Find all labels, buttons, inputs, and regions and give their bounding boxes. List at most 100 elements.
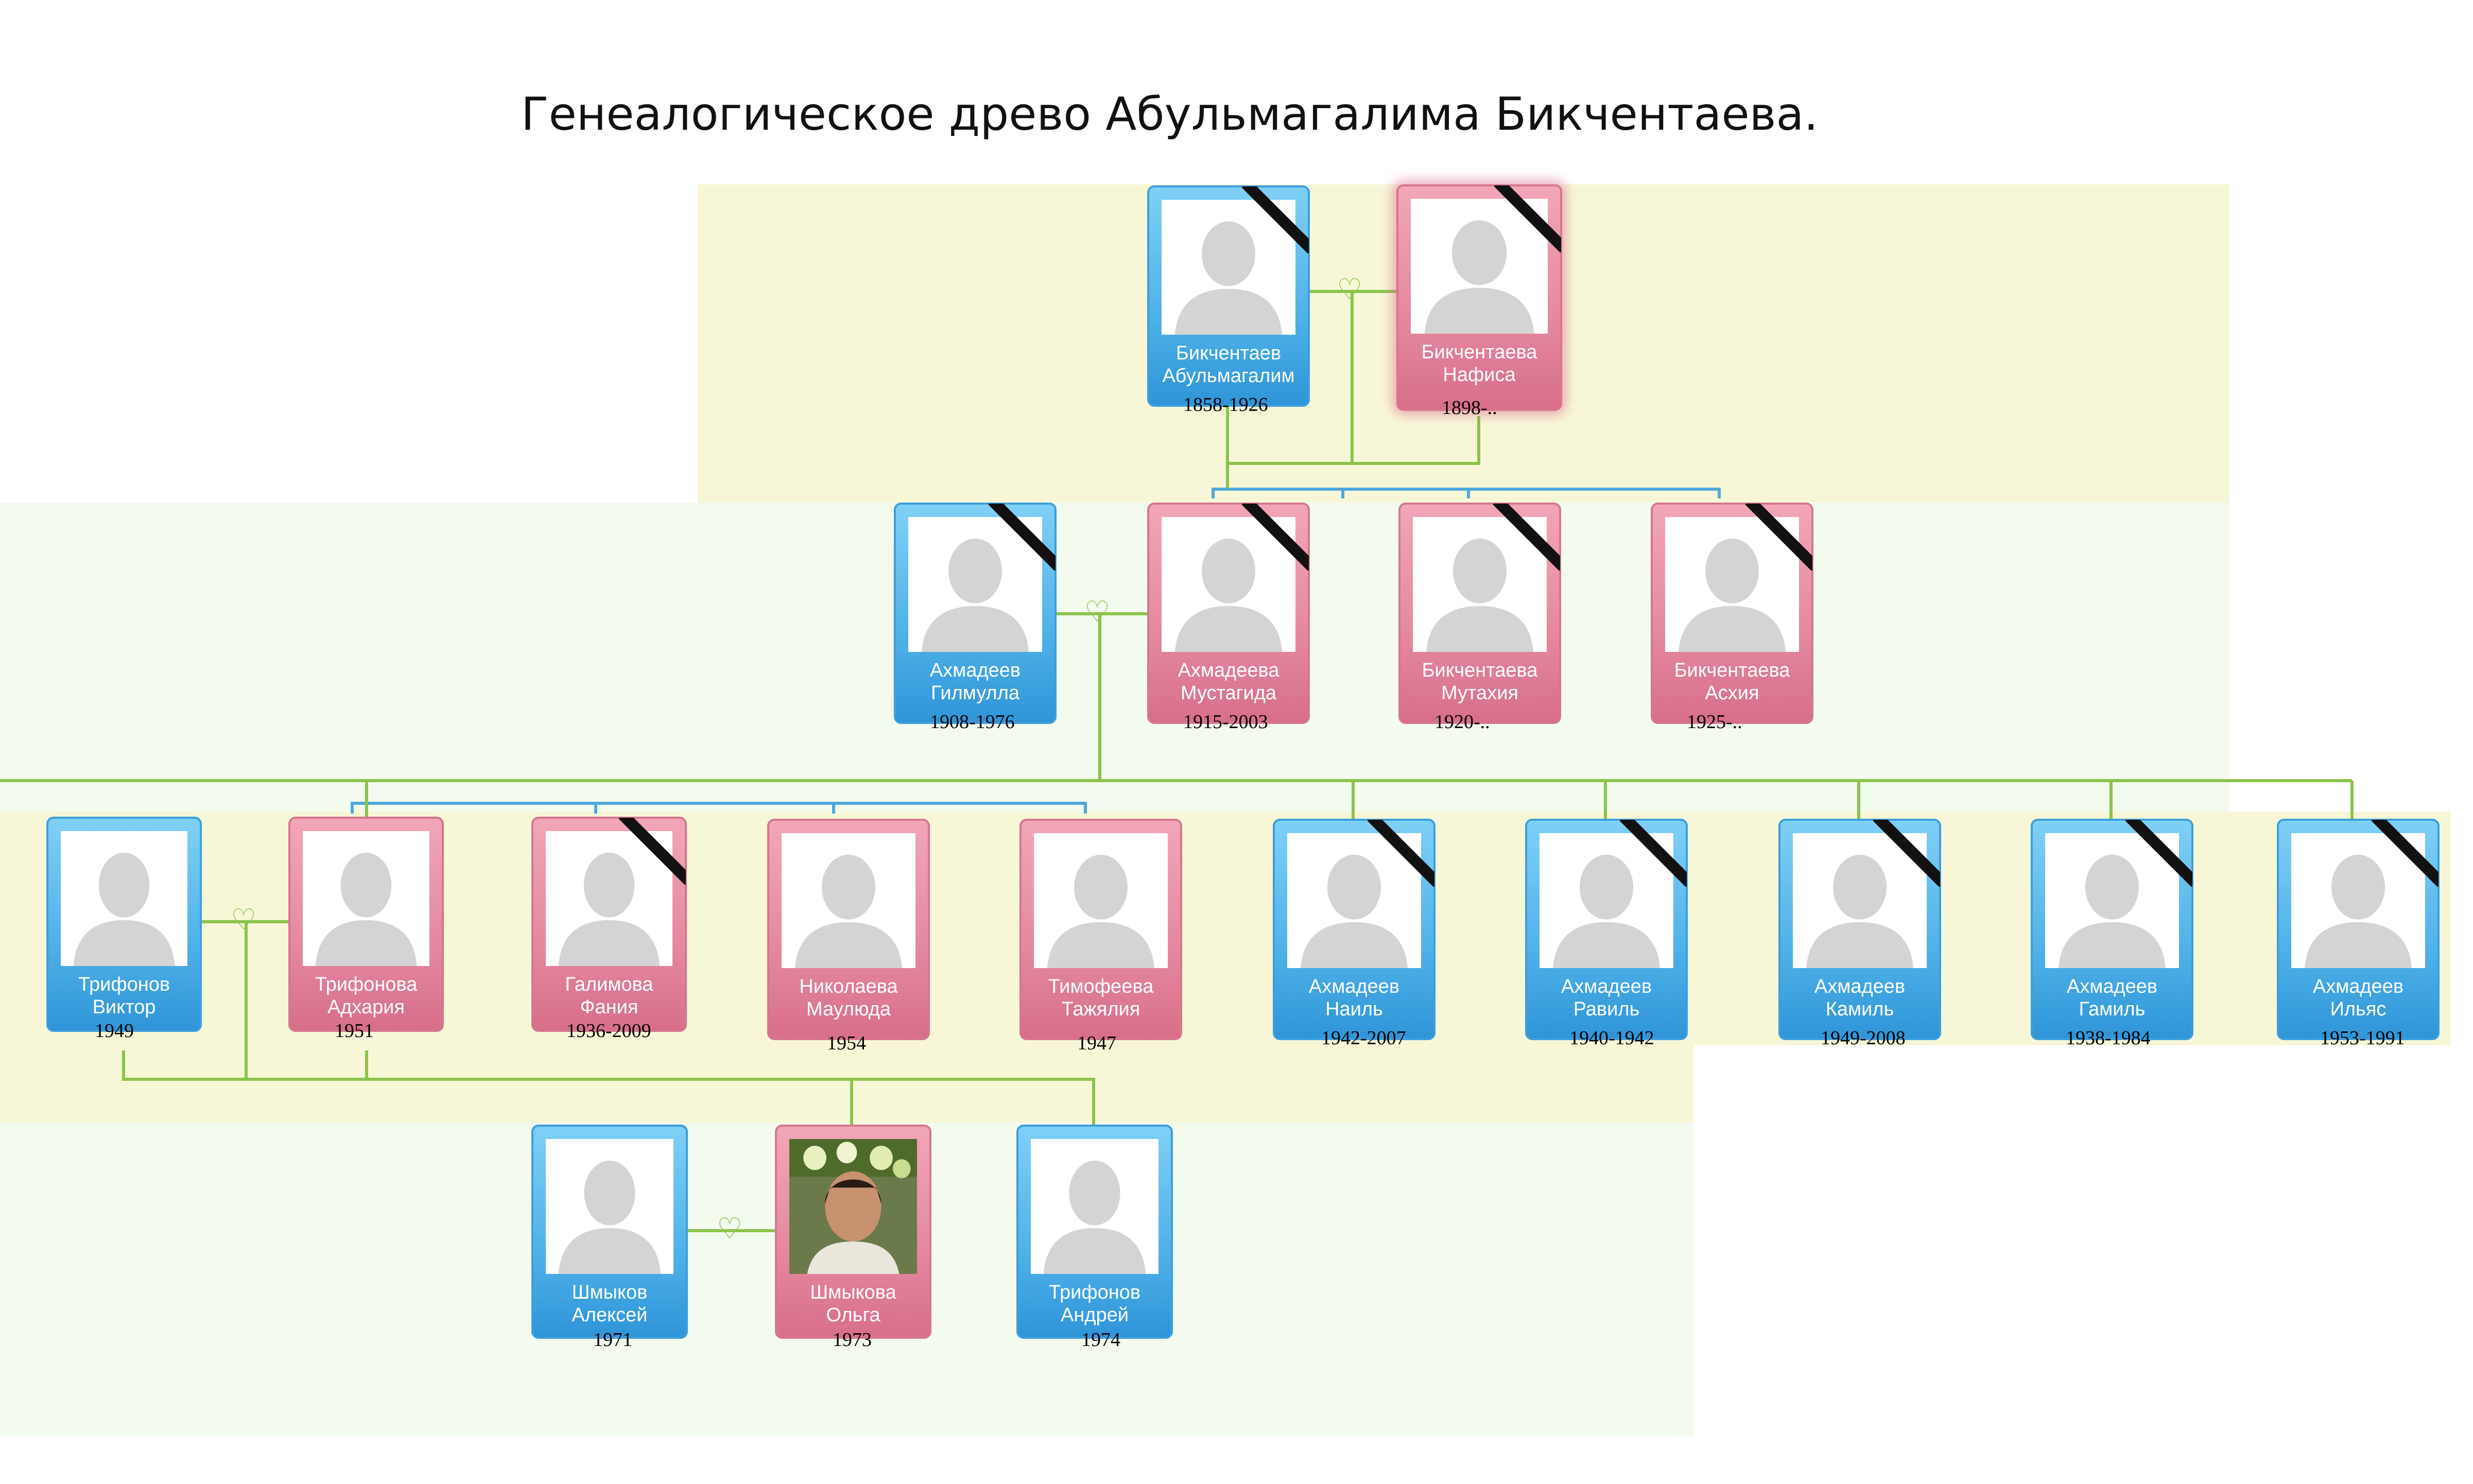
portrait-photo [789,1139,917,1274]
person-dates: 1908-1976 [930,711,1015,733]
person-given-name: Маулюда [806,998,891,1020]
person-dates: 1925-.. [1687,711,1742,733]
silhouette-icon [546,1139,673,1274]
silhouette-icon [303,831,429,966]
mourning-ribbon-icon [1242,186,1309,253]
person-given-name: Гилмулла [930,682,1020,704]
person-surname: Ахмадеев [1561,976,1652,997]
mourning-ribbon-icon [989,504,1056,571]
person-surname: Бикчентаева [1674,660,1790,681]
silhouette-icon [1540,833,1673,968]
mourning-ribbon-icon [1493,504,1560,571]
person-surname: Галимова [565,974,653,995]
person-given-name: Асхия [1705,682,1759,704]
marriage-heart-icon-3: ♡ [231,903,257,936]
person-surname: Бикчентаева [1422,660,1538,681]
descent-lines-green [0,290,2354,1232]
silhouette-icon [782,833,915,968]
person-given-name: Ильяс [2330,998,2386,1020]
person-given-name: Адхария [327,996,405,1018]
mourning-ribbon-icon [2372,820,2439,887]
person-dates: 1947 [1077,1032,1116,1054]
person-surname: Ахмадеев [1814,976,1906,997]
person-dates: 1951 [335,1020,374,1042]
silhouette-icon [1793,833,1927,968]
generation-band-3-lower [0,1045,1694,1123]
silhouette-icon [61,831,187,966]
person-given-name: Гамиль [2079,998,2146,1020]
mourning-ribbon-icon [1745,504,1812,571]
child-connectors-blue [351,488,1721,814]
mourning-ribbon-icon [1368,820,1434,887]
person-dates: 1949 [95,1020,134,1042]
person-dates: 1920-.. [1434,711,1490,733]
silhouette-icon [1665,517,1799,652]
person-dates: 1949-2008 [1821,1027,1906,1049]
person-given-name: Алексей [572,1304,648,1326]
silhouette-icon [1031,1139,1158,1274]
marriage-heart-icon-1: ♡ [1337,273,1363,305]
marriage-heart-icon-2: ♡ [1084,595,1111,628]
mourning-ribbon-icon [1242,504,1309,571]
person-dates: 1936-2009 [566,1020,651,1042]
person-surname: Трифонов [78,974,170,995]
person-given-name: Мустагида [1180,682,1277,704]
person-given-name: Виктор [92,996,156,1018]
person-dates: 1898-.. [1442,397,1497,419]
generation-band-2 [0,503,2229,812]
page-title: Генеалогическое древо Абульмагалима Бикч… [521,88,1819,141]
person-given-name: Равиль [1573,998,1640,1020]
person-dates: 1973 [833,1329,872,1351]
person-surname: Ахмадеев [2066,976,2158,997]
person-surname: Тимофеева [1048,976,1154,997]
person-dates: 1971 [593,1329,632,1351]
mourning-ribbon-icon [1873,820,1940,887]
person-dates: 1953-1991 [2320,1027,2405,1049]
person-given-name: Андрей [1061,1304,1129,1326]
mourning-ribbon-icon [619,818,686,885]
person-surname: Бикчентаева [1421,341,1537,363]
person-given-name: Камиль [1825,998,1894,1020]
person-surname: Ахмадеев [929,660,1021,681]
person-surname: Шмыкова [810,1282,896,1303]
person-given-name: Фания [580,996,638,1018]
person-dates: 1942-2007 [1321,1027,1406,1049]
person-surname: Ахмадеев [2312,976,2404,997]
person-given-name: Ольга [826,1304,880,1326]
person-surname: Трифонов [1048,1282,1141,1303]
